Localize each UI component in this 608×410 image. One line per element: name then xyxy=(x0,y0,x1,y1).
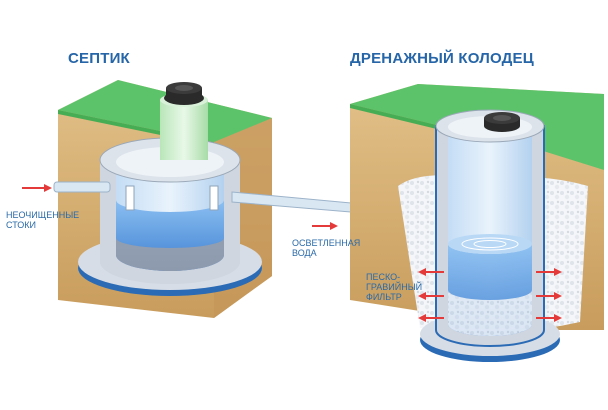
septic-tank-group xyxy=(58,80,272,318)
arrow-out-left-2-icon xyxy=(418,292,444,300)
septic-neck xyxy=(160,100,208,160)
arrow-out-right-3-icon xyxy=(536,314,562,322)
flow-arrows xyxy=(22,184,562,322)
drainage-well-title: ДРЕНАЖНЫЙ КОЛОДЕЦ xyxy=(350,50,534,67)
arrow-out-right-2-icon xyxy=(536,292,562,300)
arrow-out-right-1-icon xyxy=(536,268,562,276)
arrow-clarified-icon xyxy=(312,222,338,230)
arrow-out-left-1-icon xyxy=(418,268,444,276)
arrow-out-left-3-icon xyxy=(418,314,444,322)
arrow-inlet-icon xyxy=(22,184,52,192)
filter-label: ПЕСКО-ГРАВИЙНЫЙ ФИЛЬТР xyxy=(366,272,423,302)
clarified-label: ОСВЕТЛЕННАЯ ВОДА xyxy=(292,238,361,258)
untreated-label: НЕОЧИЩЕННЫЕ СТОКИ xyxy=(6,210,80,230)
drainage-well-group xyxy=(350,84,604,362)
inlet-pipe xyxy=(53,181,111,193)
septic-title: СЕПТИК xyxy=(68,50,130,67)
